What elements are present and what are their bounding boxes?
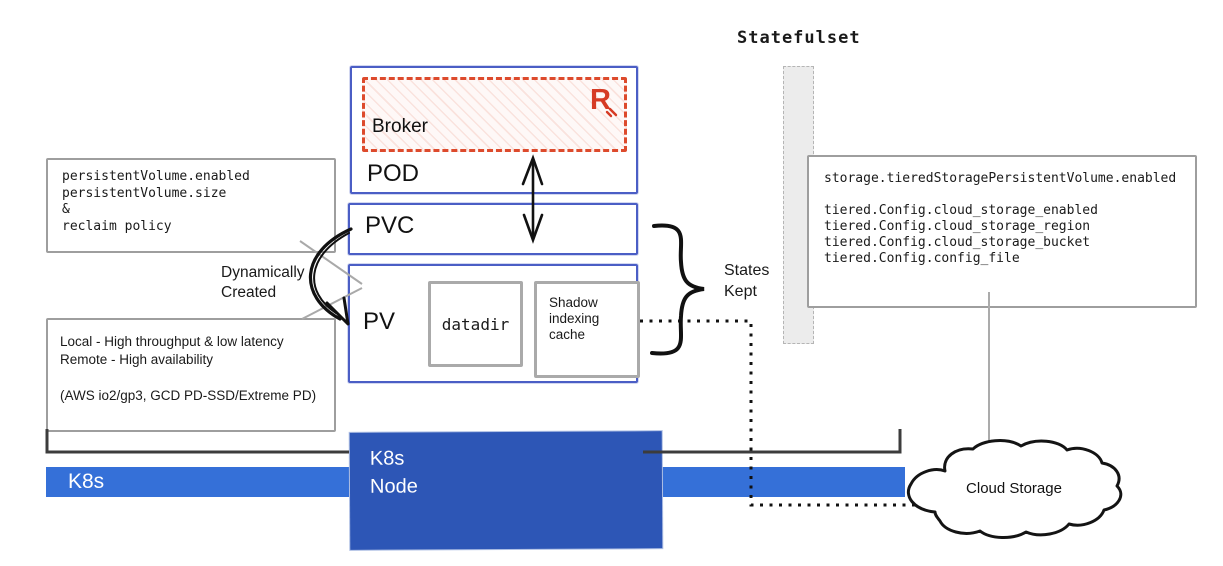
pvc-box [348,203,638,255]
broker-box [362,77,627,152]
broker-label: Broker [372,116,428,137]
dynamically-created-annotation: Dynamically Created [221,264,305,301]
statefulset-title: Statefulset [737,28,861,48]
storage-tradeoffs-note: Local - High throughput & low latency Re… [46,318,336,432]
states-kept-brace [650,223,705,356]
cloud-storage-label: Cloud Storage [966,480,1062,497]
k8s-bar-label: K8s [68,470,105,493]
states-kept-annotation: States Kept [724,262,770,300]
k8s-node-box: K8s Node [349,431,663,550]
tiered-storage-config-note: storage.tieredStoragePersistentVolume.en… [807,155,1197,308]
k8s-bracket-left [45,429,349,454]
persistent-volume-config-note: persistentVolume.enabled persistentVolum… [46,158,336,253]
pod-label: POD [367,160,420,187]
pv-label: PV [363,308,396,335]
redpanda-logo-letter: R [590,84,611,116]
datadir-label: datadir [441,314,510,334]
redpanda-logo-pencil-tail [605,107,618,118]
datadir-box: datadir [428,281,523,367]
pvc-label: PVC [365,212,415,239]
redpanda-logo-icon: R [590,84,618,118]
k8s-bracket-right [643,429,902,454]
shadow-indexing-cache-box: Shadow indexing cache [534,281,640,378]
